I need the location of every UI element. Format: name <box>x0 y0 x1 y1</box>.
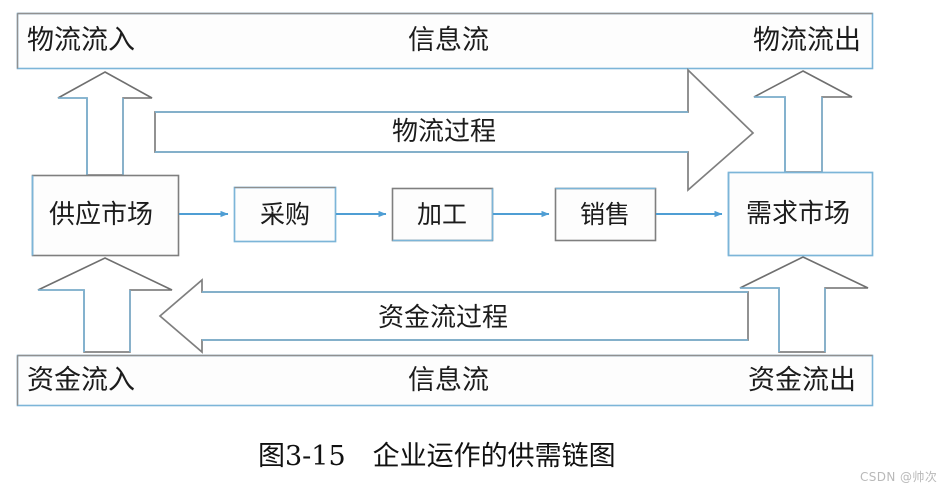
bottom-bar-center-label: 信息流 <box>408 365 489 396</box>
capital-flow-process-label: 资金流过程 <box>378 303 509 333</box>
bottom-bar-left-label: 资金流入 <box>27 365 135 396</box>
top-bar-right-label: 物流流出 <box>753 25 861 56</box>
node-label-sales: 销售 <box>580 200 631 229</box>
figure-caption: 图3-15 企业运作的供需链图 <box>258 441 616 472</box>
node-box-sales <box>554 187 657 242</box>
node-box-demand-market <box>727 171 874 257</box>
material-inflow-arrow <box>57 71 153 176</box>
top-bar-left-label: 物流流入 <box>27 25 135 56</box>
material-flow-process-label: 物流过程 <box>392 117 497 147</box>
node-box-supply-market <box>31 174 180 257</box>
material-outflow-arrow <box>753 70 853 173</box>
node-label-supply-market: 供应市场 <box>49 200 154 230</box>
top-information-bar <box>16 12 874 70</box>
material-flow-process-arrow <box>154 67 755 192</box>
node-label-procurement: 采购 <box>260 200 311 229</box>
bottom-bar-right-label: 资金流出 <box>748 365 856 396</box>
bottom-information-bar <box>16 354 874 407</box>
capital-flow-process-arrow <box>158 278 749 354</box>
node-label-processing: 加工 <box>417 200 468 229</box>
node-box-processing <box>391 187 494 242</box>
node-box-procurement <box>233 186 337 243</box>
csdn-watermark: CSDN @帅次 <box>860 470 938 484</box>
node-label-demand-market: 需求市场 <box>746 199 851 229</box>
capital-inflow-arrow <box>37 257 173 353</box>
top-bar-center-label: 信息流 <box>408 25 489 56</box>
capital-outflow-arrow <box>739 256 869 353</box>
